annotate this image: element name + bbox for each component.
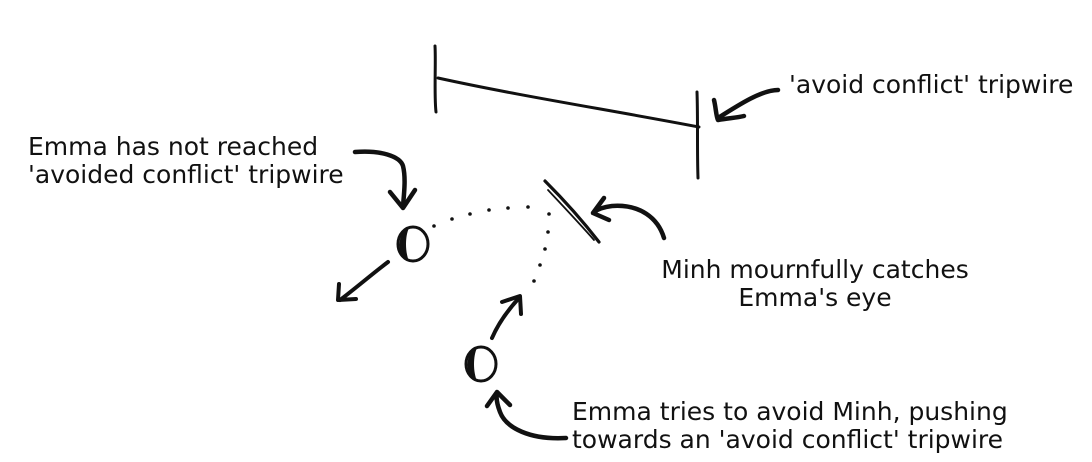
emma-not-reached-label-line1: Emma has not reached: [28, 132, 319, 161]
arrow-to-minh: [590, 195, 667, 241]
arrow-lower-emma-up: [490, 294, 523, 340]
emma-not-reached-label-line2: 'avoided conflict' tripwire: [28, 160, 344, 189]
emma-tries-label-line2: towards an 'avoid conflict' tripwire: [572, 425, 1004, 454]
dotted-line-lower: [532, 212, 551, 283]
arrow-to-lower-emma: [484, 389, 569, 441]
minh-token: [543, 179, 601, 244]
emma-tries-label-line1: Emma tries to avoid Minh, pushing: [572, 397, 1008, 426]
tripwire-bar: [433, 44, 701, 180]
arrow-to-upper-emma: [352, 149, 418, 211]
minh-label-line1: Minh mournfully catches: [661, 255, 969, 284]
dotted-line-upper: [432, 205, 530, 228]
emma-token-upper: [396, 225, 430, 263]
minh-label-line2: Emma's eye: [738, 283, 892, 312]
arrow-to-tripwire: [711, 87, 781, 123]
arrow-emma-leaving: [336, 260, 390, 302]
emma-token-lower: [464, 345, 498, 383]
tripwire-label: 'avoid conflict' tripwire: [789, 70, 1074, 99]
